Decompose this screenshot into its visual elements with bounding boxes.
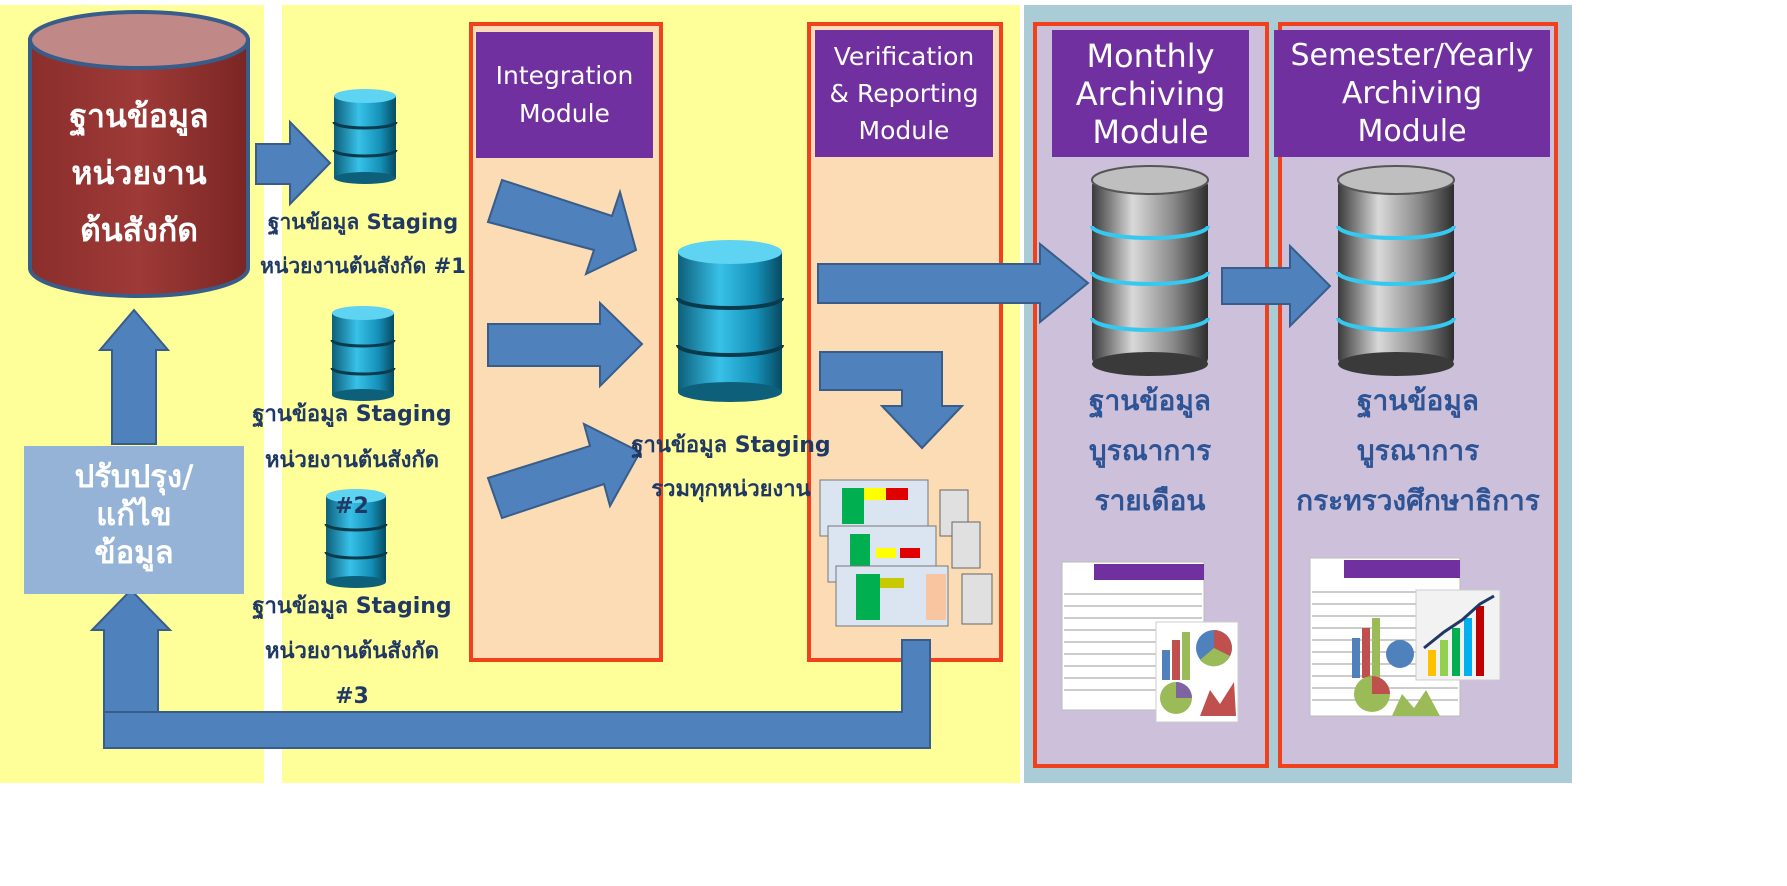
right-arrow-icon (486, 178, 638, 276)
monthly-module-title: Monthly Archiving Module (1052, 30, 1249, 157)
yearly-dashboard-icon (1309, 557, 1501, 717)
central-staging-db-icon (676, 240, 784, 402)
fix-data-label: ปรับปรุง/ แก้ไข ข้อมูล (74, 459, 194, 571)
yearly-server-db-icon (1336, 165, 1456, 376)
staging-2-label: ฐานข้อมูล Staging หน่วยงานต้นสังกัด #2 (252, 402, 452, 519)
integration-module-title: Integration Module (476, 32, 653, 158)
right-arrow-icon (487, 300, 644, 389)
staging-db-2-icon (330, 306, 396, 401)
up-arrow-icon (97, 308, 171, 445)
right-arrow-icon (255, 119, 332, 207)
up-arrow-icon (89, 588, 173, 715)
source-database-label: ฐานข้อมูล หน่วยงาน ต้นสังกัด (69, 97, 209, 249)
fix-data-box (24, 446, 244, 594)
monthly-db-label: ฐานข้อมูล บูรณาการ รายเดือน (1088, 384, 1212, 517)
right-arrow-icon (486, 422, 642, 520)
monthly-server-db-icon (1090, 165, 1210, 376)
right-arrow-icon (1221, 243, 1332, 329)
elbow-down-arrow-icon (819, 351, 965, 450)
yearly-db-label: ฐานข้อมูล บูรณาการ กระทรวงศึกษาธิการ (1296, 384, 1540, 517)
staging-db-1-icon (332, 89, 398, 184)
staging-1-label: ฐานข้อมูล Staging หน่วยงานต้นสังกัด #1 (260, 210, 466, 278)
staging-db-3-icon (324, 489, 388, 588)
spreadsheet-report-icon (819, 479, 993, 627)
staging-3-label: ฐานข้อมูล Staging หน่วยงานต้นสังกัด #3 (252, 594, 452, 709)
right-arrow-icon (817, 241, 1090, 325)
verification-module-title: Verification & Reporting Module (815, 30, 993, 157)
central-staging-label: ฐานข้อมูล Staging รวมทุกหน่วยงาน (631, 433, 831, 502)
feedback-loop-arrow (103, 639, 931, 749)
source-database-icon (28, 10, 250, 298)
yearly-module-title: Semester/Yearly Archiving Module (1274, 30, 1550, 157)
monthly-dashboard-icon (1061, 561, 1239, 723)
